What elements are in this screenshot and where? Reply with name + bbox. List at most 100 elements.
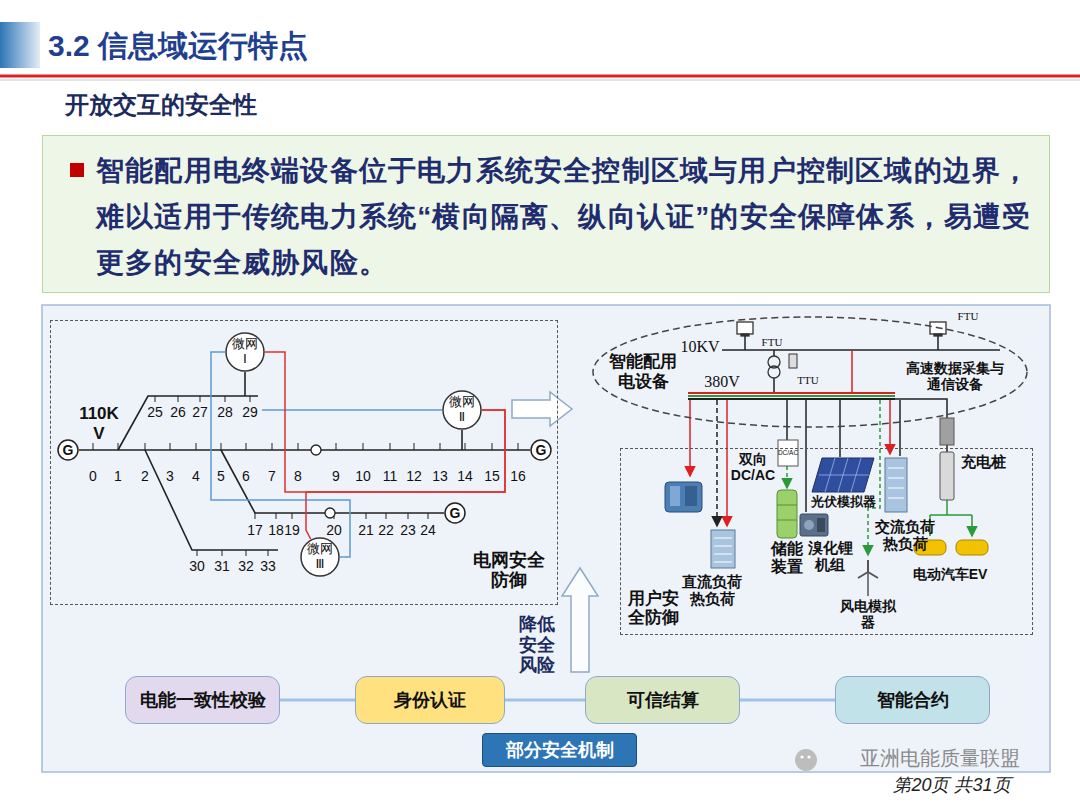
hollow-arrow [562,568,598,672]
device-region-outline [592,316,1028,428]
device-label: FTU [762,336,783,349]
bus-number: 28 [217,404,233,420]
bus-number: 25 [147,404,163,420]
bus-number: 14 [457,468,473,484]
bus-number: 7 [268,468,276,484]
device-label: 光伏模拟器 [811,495,876,510]
microgrid-circle-outline [225,332,265,372]
grid-bus-line [461,430,463,450]
transformer [768,356,780,378]
statement-box: 智能配用电终端设备位于电力系统安全控制区域与用户控制区域的边界，难以适用于传统电… [42,135,1050,293]
defense-region: 电网安全防御微网 Ⅰ微网 Ⅱ微网 ⅢGGG [50,320,558,605]
battery [777,490,797,538]
feeder-line [805,400,807,512]
generator-circle-text: G [63,442,74,458]
bus-number: 2 [141,468,149,484]
mechanism-box: 身份认证 [355,676,505,724]
pv-panel [812,458,874,492]
generator-circle-text: G [536,442,547,458]
bus-number: 10 [355,468,371,484]
feeder-line [899,400,901,456]
bus-number: 15 [484,468,500,484]
microgrid-circle-outline [226,333,264,371]
generator-circle-outline [445,503,465,523]
voltage-label: 10KV [680,338,719,356]
mechanism-box-text: 身份认证 [394,690,466,711]
wechat-icon [795,749,817,771]
battery [777,505,797,520]
feeder-line [930,500,972,515]
ftu-monitor [741,334,749,336]
bus-number: 1 [114,468,122,484]
bus-number: 21 [358,522,374,538]
absorption-chiller [804,520,814,530]
voltage-label: 380V [704,373,740,391]
mechanism-box: 智能合约 [835,676,990,724]
data-device [940,418,954,445]
battery [777,490,797,538]
bus-number: 16 [510,468,526,484]
bus-number: 20 [326,522,342,538]
device-label: 充电桩 [961,453,1006,470]
microgrid-circle: 微网 Ⅲ [300,537,340,577]
wind-turbine [858,560,878,596]
ftu-monitor [737,322,946,336]
ftu-monitor [737,322,753,334]
motor-unit [665,482,702,512]
mechanism-box: 电能一致性校验 [125,676,280,724]
microgrid-circle-outline [443,391,481,429]
mechanism-box: 可信结算 [585,676,740,724]
figure-panel [42,305,1050,772]
feeder-line [726,400,728,526]
bus-number: 22 [378,522,394,538]
mechanism-tag: 部分安全机制 [482,733,637,767]
bus-number: 9 [332,468,340,484]
dc-load-building [714,538,732,562]
wechat-icon [807,755,810,758]
mechanism-box-text: 电能一致性校验 [140,690,266,711]
feeder-line [688,336,1000,555]
generator-circle-outline [57,439,79,461]
bus-number: 3 [166,468,174,484]
feeder-line [745,336,938,393]
tie-line [262,409,442,411]
connector [505,699,585,702]
device-label: 储能装置 [771,540,804,577]
ttu-device [789,354,797,368]
statement-box-text: 智能配用电终端设备位于电力系统安全控制区域与用户控制区域的边界，难以适用于传统电… [96,148,1033,286]
switch-circle [325,508,335,518]
bus-number: 18 [268,522,284,538]
connector [306,410,505,539]
device-label: 交流负荷热负荷 [874,518,936,553]
subtitle: 开放交互的安全性 [65,91,257,119]
pv-panel [812,458,874,492]
feeder-line [786,400,788,440]
grid-bus-line [93,443,518,450]
wind-turbine [858,560,878,578]
generator-circle-outline [531,440,551,460]
device-label: 电动汽车EV [913,566,988,582]
device-region-outline [593,317,1027,427]
mechanism-box-text: 可信结算 [627,690,699,711]
feeder-line [851,350,853,393]
wechat-icon [795,749,817,771]
mechanism-tag-text: 部分安全机制 [506,740,614,761]
device-label: 风电模拟器 [839,598,897,630]
mechanism-box-text: 智能合约 [877,690,949,711]
generator-circle-outline [58,440,78,460]
bus-number: 17 [247,522,263,538]
bus-number: 24 [420,522,436,538]
bus-number: 31 [214,558,230,574]
feeder-line [889,400,891,454]
voltage-label: 110KV [77,404,121,443]
switch-circle [311,445,335,518]
connector [211,352,350,557]
bus-number: 8 [294,468,302,484]
device-region: 智能配用电设备 [592,316,1028,428]
feeder-line [895,399,947,452]
wechat-icon [800,755,803,758]
page-number: 第20页 共31页 [893,775,1010,796]
dc-load-building [711,530,735,568]
